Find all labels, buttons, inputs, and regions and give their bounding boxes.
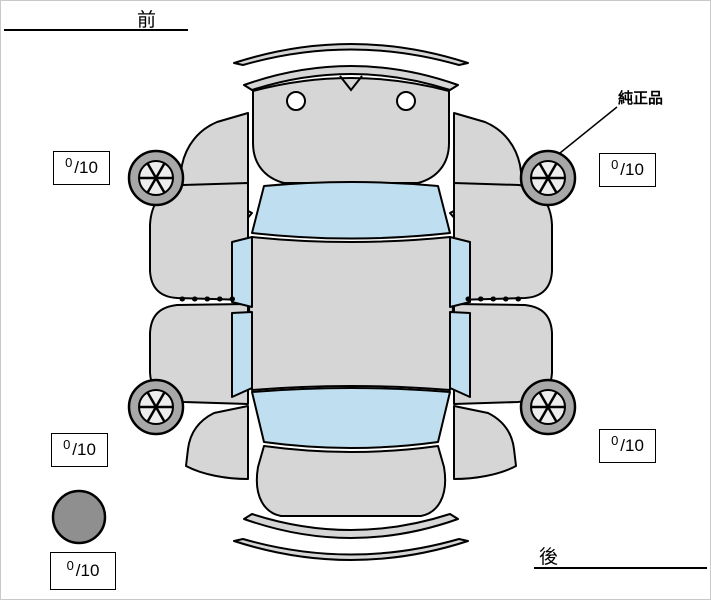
front-label: 前	[137, 10, 157, 31]
windshield	[251, 181, 451, 240]
rear-window	[251, 387, 451, 449]
spare-tire	[51, 489, 107, 545]
rear-right-door-window	[449, 311, 471, 398]
tire-score-front-right-denominator: /10	[620, 160, 644, 179]
front-left-door-window	[231, 236, 253, 308]
hood-circle-right	[396, 91, 416, 111]
tire-score-front-right: 0 /10	[599, 153, 656, 187]
rear-bumper	[243, 513, 459, 539]
tire-score-spare-value: 0	[66, 557, 74, 573]
genuine-part-label: 純正品	[618, 90, 664, 107]
tire-score-rear-left-value: 0	[63, 436, 71, 452]
tire-score-front-left: 0 /10	[53, 151, 110, 185]
front-spoiler	[233, 43, 469, 66]
rear-right-wheel	[519, 378, 577, 436]
front-right-door-window	[449, 236, 471, 308]
tire-score-rear-right: 0 /10	[599, 429, 656, 463]
tire-score-rear-left: 0 /10	[51, 433, 108, 467]
genuine-part-pointer-line	[559, 106, 618, 154]
tire-score-front-right-value: 0	[611, 156, 619, 172]
hood-circle-left	[286, 91, 306, 111]
rear-left-door-window	[231, 311, 253, 398]
tire-score-spare-denominator: /10	[75, 561, 100, 580]
tire-score-spare: 0 /10	[50, 552, 116, 590]
tire-score-front-left-value: 0	[65, 154, 73, 170]
front-left-wheel	[127, 149, 185, 207]
roof	[248, 236, 454, 391]
rear-label: 後	[539, 547, 559, 568]
front-right-wheel	[519, 149, 577, 207]
rear-label-underline	[534, 567, 707, 569]
tire-score-rear-left-denominator: /10	[72, 440, 96, 459]
tire-score-rear-right-value: 0	[611, 432, 619, 448]
tire-score-front-left-denominator: /10	[74, 158, 98, 177]
front-bumper	[243, 65, 459, 91]
hood-notch	[339, 75, 363, 92]
tire-score-rear-right-denominator: /10	[620, 436, 644, 455]
front-label-underline	[4, 29, 188, 31]
rear-left-fender	[185, 405, 249, 480]
rear-spoiler	[233, 538, 469, 561]
rear-left-wheel	[127, 378, 185, 436]
trunk	[255, 445, 447, 517]
car-body	[149, 43, 553, 561]
rear-right-fender	[453, 405, 517, 480]
hood	[252, 77, 450, 184]
